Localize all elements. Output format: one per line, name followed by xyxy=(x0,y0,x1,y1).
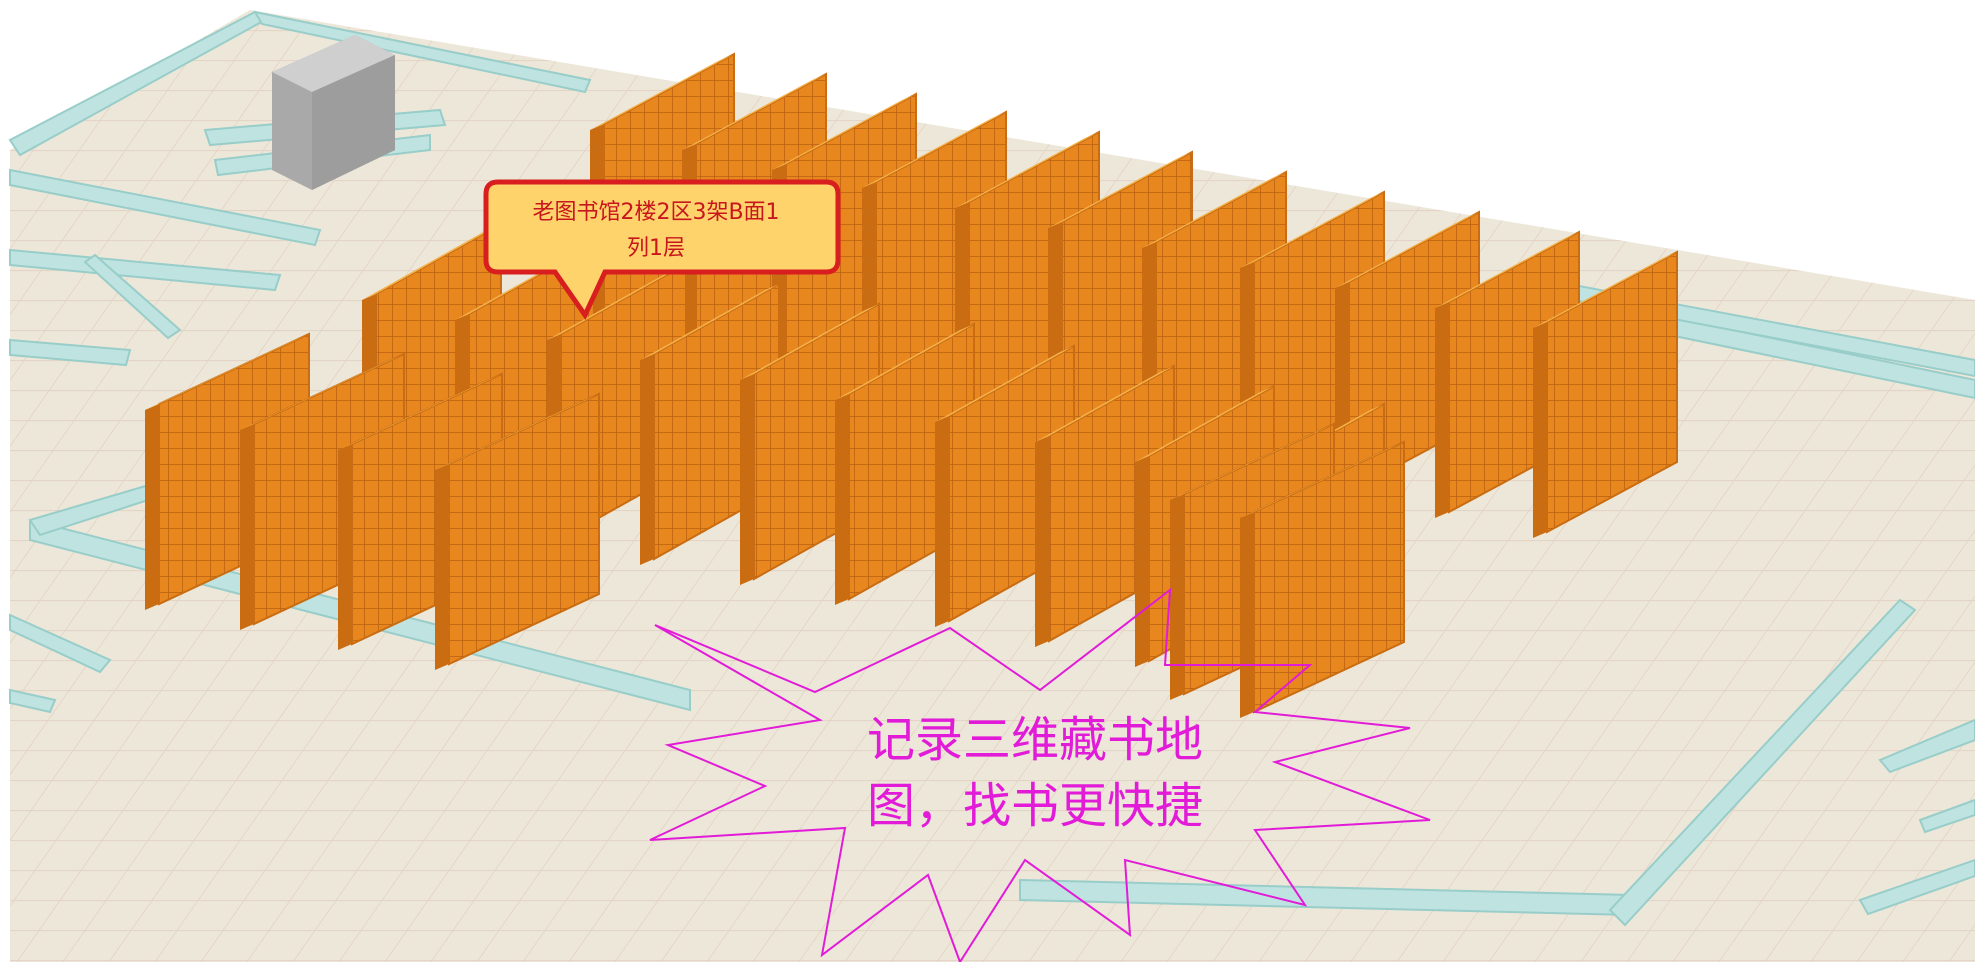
grey-column xyxy=(272,35,395,190)
promo-starburst: 记录三维藏书地 图，找书更快捷 xyxy=(649,587,1431,962)
bookshelf xyxy=(1240,440,1405,718)
promo-line-1: 记录三维藏书地 xyxy=(867,712,1203,768)
bookshelves xyxy=(145,52,1678,718)
callout-line-1: 老图书馆2楼2区3架B面1 xyxy=(532,200,779,225)
callout-line-2: 列1层 xyxy=(627,236,685,261)
location-callout: 老图书馆2楼2区3架B面1 列1层 xyxy=(483,179,841,320)
promo-line-2: 图，找书更快捷 xyxy=(867,778,1203,834)
bookshelf xyxy=(1533,250,1678,538)
bookshelf xyxy=(435,392,600,670)
